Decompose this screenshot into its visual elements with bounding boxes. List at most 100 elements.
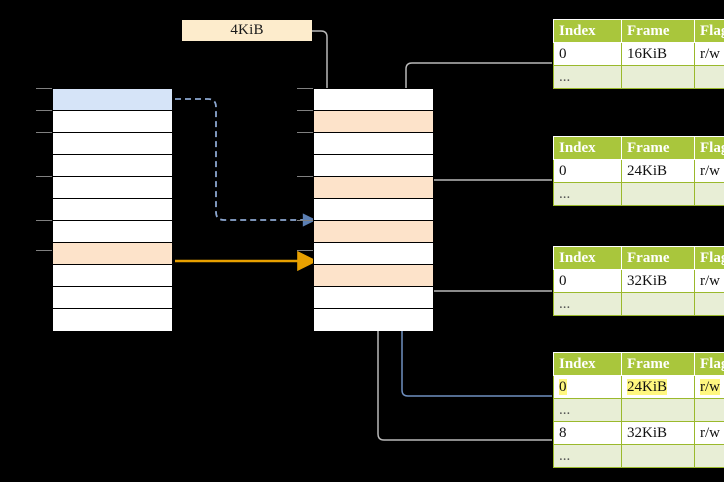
cell-frame: 24KiB [621, 375, 695, 399]
col-header-frame: Frame [621, 352, 695, 376]
cell-flags: r/w [694, 421, 724, 445]
cell-flags: r/w [694, 159, 724, 183]
cell-flags-text: r/w [700, 379, 720, 395]
cell-flags [694, 398, 724, 422]
cell-index: 0 [553, 159, 622, 183]
cell-index: ... [553, 292, 622, 316]
cell-frame: 32KiB [621, 421, 695, 445]
frame-row-4[interactable] [314, 177, 433, 199]
frame-row-8[interactable] [314, 265, 433, 287]
table-row[interactable]: ... [553, 65, 724, 89]
cell-index: 0 [553, 269, 622, 293]
cell-frame [621, 444, 695, 468]
col-header-flags: Flags [694, 246, 724, 270]
cell-index: 0 [553, 42, 622, 66]
wire-vaddr-to-frame-dashed [175, 98, 317, 227]
table-row[interactable]: 0 32KiB r/w [553, 269, 724, 293]
cell-index: 8 [553, 421, 622, 445]
frame-row-0[interactable] [314, 89, 433, 111]
table-row[interactable]: ... [553, 398, 724, 422]
vaddr-tick-2 [36, 132, 52, 134]
col-header-frame: Frame [621, 246, 695, 270]
page-table-3-header-row: Index Frame Flags [553, 246, 724, 270]
col-header-flags: Flags [694, 19, 724, 43]
vaddr-row-8[interactable] [53, 265, 172, 287]
frame-tick-8 [297, 250, 313, 252]
cell-frame [621, 292, 695, 316]
table-row[interactable]: ... [553, 444, 724, 468]
cell-flags: r/w [694, 269, 724, 293]
vaddr-tick-6 [36, 220, 52, 222]
page-table-2: Index Frame Flags 0 24KiB r/w ... [553, 136, 724, 206]
cell-index: 0 [553, 375, 622, 399]
page-table-1-header-row: Index Frame Flags [553, 19, 724, 43]
cell-frame [621, 65, 695, 89]
cell-flags: r/w [694, 375, 724, 399]
vaddr-row-3[interactable] [53, 155, 172, 177]
frame-row-10[interactable] [314, 309, 433, 331]
cell-frame [621, 398, 695, 422]
frame-tick-6 [297, 220, 313, 222]
frame-row-6[interactable] [314, 221, 433, 243]
col-header-flags: Flags [694, 136, 724, 160]
table-row[interactable]: ... [553, 292, 724, 316]
cell-flags [694, 444, 724, 468]
frame-row-9[interactable] [314, 287, 433, 309]
page-table-4: Index Frame Flags 0 24KiB r/w ... 8 32Ki… [553, 352, 724, 468]
frame-tick-0 [297, 88, 313, 90]
cell-frame: 32KiB [621, 269, 695, 293]
vaddr-row-0[interactable] [53, 89, 172, 111]
vaddr-tick-1 [36, 110, 52, 112]
col-header-index: Index [553, 136, 622, 160]
frame-row-5[interactable] [314, 199, 433, 221]
cell-frame-text: 24KiB [627, 379, 668, 395]
page-table-2-header-row: Index Frame Flags [553, 136, 724, 160]
cell-index: ... [553, 65, 622, 89]
cell-index: ... [553, 444, 622, 468]
size-label-4kib: 4KiB [182, 20, 312, 41]
table-row[interactable]: ... [553, 182, 724, 206]
col-header-frame: Frame [621, 136, 695, 160]
page-table-1: Index Frame Flags 0 16KiB r/w ... [553, 19, 724, 89]
wire-pt3-to-frame [414, 264, 552, 292]
frame-row-7[interactable] [314, 243, 433, 265]
vaddr-row-1[interactable] [53, 111, 172, 133]
vaddr-row-5[interactable] [53, 199, 172, 221]
vaddr-tick-4 [36, 176, 52, 178]
table-row[interactable]: 0 24KiB r/w [553, 159, 724, 183]
col-header-flags: Flags [694, 352, 724, 376]
cell-flags [694, 182, 724, 206]
virtual-address-space-column [52, 88, 173, 331]
table-row[interactable]: 0 24KiB r/w [553, 375, 724, 399]
cell-flags [694, 292, 724, 316]
cell-frame: 16KiB [621, 42, 695, 66]
vaddr-row-4[interactable] [53, 177, 172, 199]
page-table-4-header-row: Index Frame Flags [553, 352, 724, 376]
cell-index: ... [553, 182, 622, 206]
frame-row-2[interactable] [314, 133, 433, 155]
vaddr-tick-7 [36, 250, 52, 252]
table-row[interactable]: 0 16KiB r/w [553, 42, 724, 66]
vaddr-row-9[interactable] [53, 287, 172, 309]
vaddr-row-7[interactable] [53, 243, 172, 265]
frame-tick-1 [297, 110, 313, 112]
cell-flags [694, 65, 724, 89]
col-header-index: Index [553, 19, 622, 43]
vaddr-row-10[interactable] [53, 309, 172, 331]
frame-row-3[interactable] [314, 155, 433, 177]
frame-tick-2 [297, 132, 313, 134]
wire-pt2-to-frame [414, 179, 552, 222]
physical-memory-column [313, 88, 434, 331]
cell-flags: r/w [694, 42, 724, 66]
vaddr-row-2[interactable] [53, 133, 172, 155]
col-header-index: Index [553, 352, 622, 376]
vaddr-row-6[interactable] [53, 221, 172, 243]
cell-index-text: 0 [559, 379, 567, 395]
col-header-frame: Frame [621, 19, 695, 43]
table-row[interactable]: 8 32KiB r/w [553, 421, 724, 445]
page-table-3: Index Frame Flags 0 32KiB r/w ... [553, 246, 724, 316]
frame-row-1[interactable] [314, 111, 433, 133]
col-header-index: Index [553, 246, 622, 270]
cell-index: ... [553, 398, 622, 422]
